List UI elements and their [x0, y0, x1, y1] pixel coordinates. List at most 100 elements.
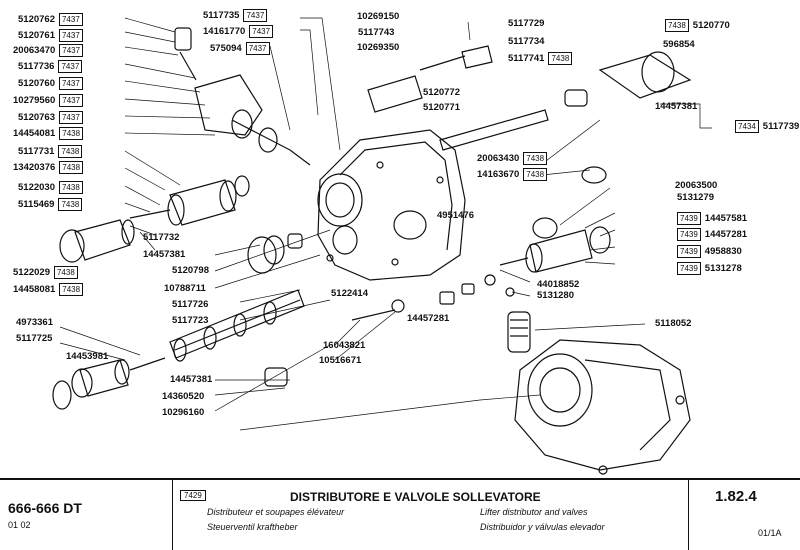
part-number: 14457381 [170, 374, 213, 385]
part-number: 10296160 [162, 407, 205, 418]
ref-code-box: 7437 [58, 111, 83, 124]
part-callout: 5117723 [172, 315, 208, 326]
ref-code-box: 7438 [59, 161, 84, 174]
ref-code-box: 7437 [58, 13, 83, 26]
ref-code-box: 7439 [677, 262, 701, 275]
part-callout: 5117734 [508, 36, 544, 47]
part-number: 14457281 [407, 313, 450, 324]
model-variants: 01 02 [8, 520, 31, 530]
ref-code-box: 7438 [58, 145, 83, 158]
right-cartridge [499, 217, 611, 273]
part-number: 596854 [663, 39, 695, 50]
part-number: 20063500 [675, 180, 718, 191]
lower-left-cap [52, 357, 166, 410]
ref-code-box: 7437 [249, 25, 274, 38]
ref-code-box: 7437 [243, 9, 268, 22]
part-callout: 10788711 [164, 283, 206, 294]
part-callout: 14457381 [143, 249, 185, 260]
ref-code-box: 7439 [677, 228, 701, 241]
title-spanish: Distribuidor y válvulas elevador [480, 522, 605, 532]
ref-code-box: 7438 [59, 127, 84, 140]
ref-code-box: 7438 [59, 283, 84, 296]
part-callout: 4951476 [437, 210, 474, 221]
part-callout: 5120772 [423, 87, 460, 98]
part-number: 44018852 [537, 279, 580, 290]
title-italian: DISTRIBUTORE E VALVOLE SOLLEVATORE [290, 490, 541, 504]
part-number: 14454081 [13, 128, 56, 139]
part-callout: 5117743 [358, 27, 394, 38]
ref-code-box: 7438 [58, 198, 83, 211]
ref-code-box: 7437 [58, 60, 83, 73]
part-callout: 10269150 [357, 11, 399, 22]
ref-code-box: 7437 [245, 42, 270, 55]
part-callout: 5117732 [143, 232, 179, 243]
part-number: 10516671 [319, 355, 362, 366]
part-callout: 4973361 [16, 317, 53, 328]
part-number: 5117741 [508, 53, 545, 64]
part-callout: 5122414 [331, 288, 368, 299]
part-callout: 14457381 [655, 101, 697, 112]
part-number: 5117739 [762, 121, 800, 132]
part-number: 5117736 [18, 61, 55, 72]
parts-drawing [52, 17, 712, 475]
upper-right-parts [564, 51, 692, 184]
part-number: 20063430 [477, 153, 520, 164]
ref-tag: 7429 [180, 490, 206, 501]
part-number: 4951476 [437, 210, 474, 221]
part-number: 10788711 [164, 283, 206, 294]
part-callout: 5117726 [172, 299, 208, 310]
ref-code-box: 7438 [523, 168, 548, 181]
ref-code-box: 7438 [523, 152, 548, 165]
ref-code-box: 7437 [59, 94, 84, 107]
part-number: 4958830 [704, 246, 742, 257]
part-number: 4973361 [16, 317, 53, 328]
part-number: 5117729 [508, 18, 545, 29]
part-number: 14457381 [143, 249, 186, 260]
part-number: 13420376 [13, 162, 56, 173]
ref-code-box: 7438 [548, 52, 573, 65]
part-callout: 5117729 [508, 18, 544, 29]
part-callout: 10269350 [357, 42, 399, 53]
part-callout: 16043821 [323, 340, 365, 351]
footer: 666-666 DT 01 02 7429 DISTRIBUTORE E VAL… [0, 478, 800, 550]
part-number: 5122029 [13, 267, 50, 278]
lift-valve-housing [507, 311, 691, 475]
part-number: 5120762 [18, 14, 55, 25]
small-parts [264, 274, 515, 387]
part-number: 5120772 [423, 87, 460, 98]
knob [247, 233, 303, 274]
part-number: 14457381 [655, 101, 698, 112]
ref-code-box: 7439 [677, 245, 701, 258]
part-number: 5117743 [358, 27, 395, 38]
part-number: 5120770 [692, 20, 730, 31]
part-number: 5122030 [18, 182, 55, 193]
part-callout: 5131279 [677, 192, 714, 203]
part-number: 14161770 [203, 26, 246, 37]
ref-code-box: 7439 [677, 212, 701, 225]
part-number: 5120763 [18, 112, 55, 123]
part-number: 5118052 [655, 318, 692, 329]
ref-code-box: 7434 [735, 120, 759, 133]
part-number: 5131279 [677, 192, 714, 203]
part-number: 14457281 [704, 229, 748, 240]
ref-code-box: 7438 [665, 19, 689, 32]
part-number: 5131278 [704, 263, 742, 274]
part-number: 14163670 [477, 169, 520, 180]
part-callout: 5117725 [16, 333, 52, 344]
